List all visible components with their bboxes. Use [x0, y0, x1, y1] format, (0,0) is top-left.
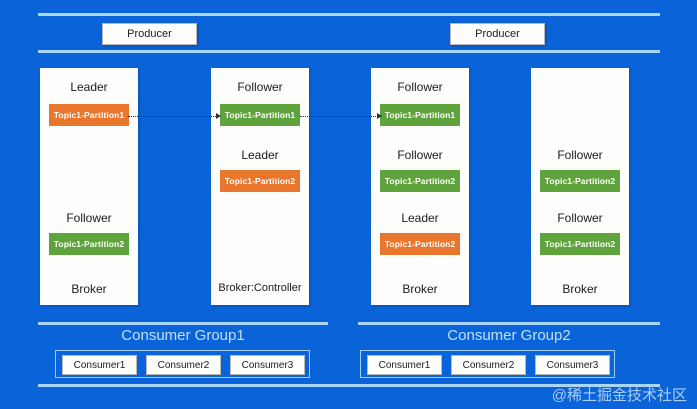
watermark: @稀土掘金技术社区 [551, 387, 687, 404]
broker-4-section-2-role: Follower [557, 211, 603, 225]
broker-4-partition-2[interactable]: Topic1-Partition2 [540, 233, 620, 255]
broker-3-section-1-role: Follower [397, 80, 443, 94]
consumer-group-2-top-line [358, 322, 660, 325]
broker-3-partition-3[interactable]: Topic1-Partition2 [380, 233, 460, 255]
broker-2-section-2-role: Leader [241, 148, 279, 162]
broker-1-label: Broker [71, 282, 107, 296]
producer-box-1[interactable]: Producer [102, 23, 197, 45]
replication-line-1 [128, 116, 218, 118]
broker-4-label: Broker [562, 282, 598, 296]
broker-3-section-2-role: Follower [397, 148, 443, 162]
consumer-group-2-title: Consumer Group2 [447, 327, 571, 344]
broker-2-section-1-role: Follower [237, 80, 283, 94]
consumer-group-1-container: Consumer1 Consumer2 Consumer3 [55, 350, 310, 378]
replication-arrow-icon-1 [216, 113, 221, 119]
consumer-group-2-container: Consumer1 Consumer2 Consumer3 [360, 350, 615, 378]
consumer-group-1-consumer-3[interactable]: Consumer3 [230, 355, 305, 375]
consumer-group-1-consumer-1[interactable]: Consumer1 [62, 355, 137, 375]
broker-1-section-2-role: Follower [66, 211, 112, 225]
broker-3-label: Broker [402, 282, 438, 296]
broker-1-partition-1[interactable]: Topic1-Partition1 [49, 104, 129, 126]
consumer-groups-bottom-line [38, 384, 660, 387]
consumer-group-1-top-line [38, 322, 328, 325]
broker-3-section-3-role: Leader [401, 211, 439, 225]
producer-box-2[interactable]: Producer [450, 23, 545, 45]
consumer-group-1-title: Consumer Group1 [121, 327, 245, 344]
broker-3-partition-2[interactable]: Topic1-Partition2 [380, 170, 460, 192]
consumer-group-2-consumer-3[interactable]: Consumer3 [535, 355, 610, 375]
broker-3-partition-1[interactable]: Topic1-Partition1 [380, 104, 460, 126]
consumer-group-2-consumer-1[interactable]: Consumer1 [367, 355, 442, 375]
producer-band-bottom-line [38, 50, 660, 53]
broker-2-partition-2[interactable]: Topic1-Partition2 [220, 170, 300, 192]
replication-line-2 [300, 116, 382, 118]
replication-arrow-icon-2 [377, 113, 382, 119]
broker-1-partition-2[interactable]: Topic1-Partition2 [49, 233, 129, 255]
broker-4-partition-1[interactable]: Topic1-Partition2 [540, 170, 620, 192]
consumer-group-1-consumer-2[interactable]: Consumer2 [146, 355, 221, 375]
consumer-group-2-consumer-2[interactable]: Consumer2 [451, 355, 526, 375]
broker-2-partition-1[interactable]: Topic1-Partition1 [220, 104, 300, 126]
broker-2-label: Broker:Controller [218, 282, 302, 294]
broker-1-section-1-role: Leader [70, 80, 108, 94]
producer-band-top-line [38, 13, 660, 16]
broker-4-section-1-role: Follower [557, 148, 603, 162]
